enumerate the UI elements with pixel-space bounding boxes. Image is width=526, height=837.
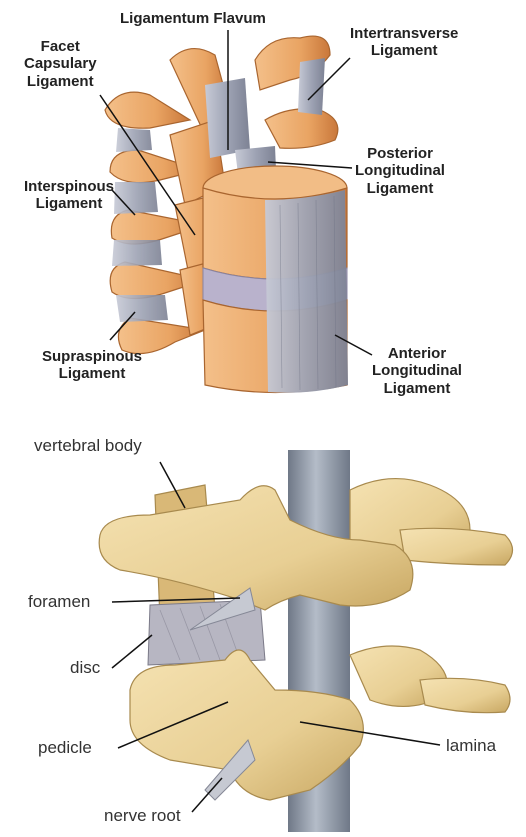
label-facet-capsulary-ligament: Facet Capsulary Ligament bbox=[24, 38, 97, 90]
label-intertransverse-ligament: Intertransverse Ligament bbox=[350, 25, 458, 60]
label-interspinous-ligament: Interspinous Ligament bbox=[24, 178, 114, 213]
label-vertebral-body: vertebral body bbox=[34, 436, 142, 456]
label-ligamentum-flavum: Ligamentum Flavum bbox=[120, 10, 266, 27]
bottom-figure bbox=[99, 450, 512, 832]
label-line: Ligament bbox=[355, 180, 445, 197]
label-line: Intertransverse bbox=[350, 25, 458, 42]
label-line: Ligament bbox=[24, 195, 114, 212]
label-posterior-longitudinal-ligament: Posterior Longitudinal Ligament bbox=[355, 145, 445, 197]
label-disc: disc bbox=[70, 658, 100, 678]
label-line: Ligament bbox=[350, 42, 458, 59]
label-line: Facet bbox=[24, 38, 97, 55]
top-figure bbox=[100, 30, 372, 393]
transverse-process-right-far bbox=[400, 528, 513, 565]
label-line: Anterior bbox=[372, 345, 462, 362]
label-pedicle: pedicle bbox=[38, 738, 92, 758]
label-line: Longitudinal bbox=[355, 162, 445, 179]
label-line: Capsulary bbox=[24, 55, 97, 72]
label-line: Posterior bbox=[355, 145, 445, 162]
label-line: Ligament bbox=[42, 365, 142, 382]
label-line: Longitudinal bbox=[372, 362, 462, 379]
label-nerve-root: nerve root bbox=[104, 806, 181, 826]
transverse-processes bbox=[255, 36, 338, 148]
label-foramen: foramen bbox=[28, 592, 90, 612]
label-line: Interspinous bbox=[24, 178, 114, 195]
label-supraspinous-ligament: Supraspinous Ligament bbox=[42, 348, 142, 383]
transverse-process-right-lower-far bbox=[420, 678, 510, 712]
label-line: Ligament bbox=[372, 380, 462, 397]
label-line: Supraspinous bbox=[42, 348, 142, 365]
label-lamina: lamina bbox=[446, 736, 496, 756]
label-anterior-longitudinal-ligament: Anterior Longitudinal Ligament bbox=[372, 345, 462, 397]
label-line: Ligament bbox=[24, 73, 97, 90]
